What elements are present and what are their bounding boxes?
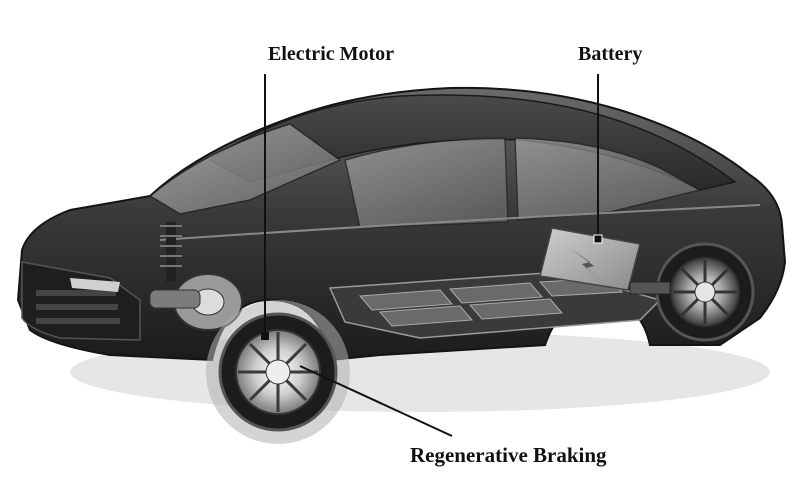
grille-slat	[36, 318, 120, 324]
grille-slat	[36, 304, 118, 310]
battery-marker	[593, 234, 603, 244]
headlight	[70, 278, 120, 292]
front-side-window	[344, 137, 509, 229]
regenerative-braking-label: Regenerative Braking	[410, 443, 607, 467]
battery-module	[539, 227, 641, 291]
lightning-bolt-icon	[570, 248, 602, 282]
battery-cell	[378, 305, 474, 327]
beltline	[159, 204, 761, 241]
windshield	[148, 123, 342, 215]
battery-cell	[468, 298, 564, 320]
rear-side-window	[514, 137, 703, 221]
electric-motor-label: Electric Motor	[268, 43, 395, 65]
regen-leader-line	[299, 365, 453, 437]
battery-cell	[358, 289, 454, 311]
battery-cell	[448, 282, 544, 304]
coil-spring	[160, 225, 182, 267]
front-suspension-strut	[166, 222, 176, 282]
front-hub	[265, 359, 291, 385]
rear-hub	[694, 281, 716, 303]
grille-slat	[36, 290, 116, 296]
battery-label: Battery	[578, 43, 643, 65]
rear-axle	[629, 281, 671, 295]
motor-marker	[261, 332, 269, 340]
drive-shaft	[149, 289, 201, 309]
